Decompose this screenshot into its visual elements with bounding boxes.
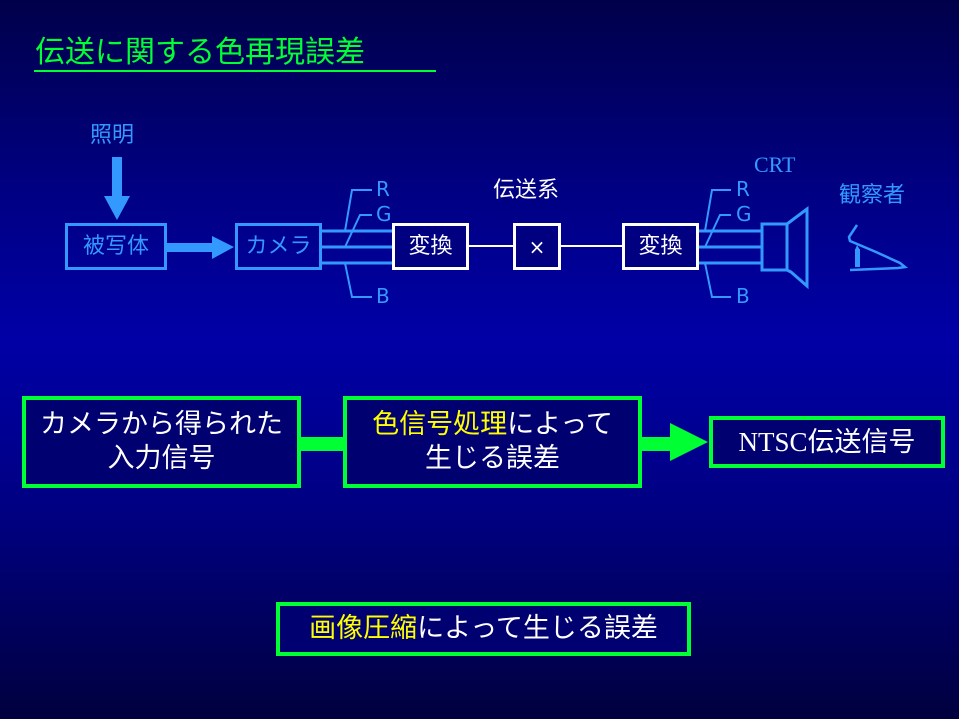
multiply-label: × <box>528 234 546 259</box>
ntsc-signal-label: NTSC伝送信号 <box>738 425 915 460</box>
color-processing-rest: によって <box>507 409 613 440</box>
channel-g-right: G <box>736 202 752 226</box>
image-compression-highlight: 画像圧縮 <box>309 613 418 644</box>
rgb-bus-right <box>698 189 762 298</box>
camera-box: カメラ <box>235 223 322 270</box>
title-underline <box>34 70 436 72</box>
arrow-down-icon <box>104 157 130 220</box>
camera-label: カメラ <box>245 233 312 259</box>
flow-connector <box>300 423 708 461</box>
input-signal-box: カメラから得られた 入力信号 <box>22 396 301 488</box>
rgb-bus-left <box>321 189 392 298</box>
convert-label-2: 変換 <box>638 233 683 259</box>
image-compression-rest: によって生じる誤差 <box>417 613 658 644</box>
channel-b-left: B <box>376 284 390 308</box>
illumination-label: 照明 <box>90 123 135 148</box>
subject-label: 被写体 <box>82 233 149 259</box>
channel-g-left: G <box>376 202 392 226</box>
color-processing-error-box: 色信号処理によって 生じる誤差 <box>343 396 642 488</box>
image-compression-label: 画像圧縮によって生じる誤差 <box>309 612 658 646</box>
color-processing-highlight: 色信号処理 <box>372 409 508 440</box>
color-processing-line-2: 生じる誤差 <box>425 443 560 474</box>
ntsc-prefix: NTSC <box>738 426 808 457</box>
subject-box: 被写体 <box>65 223 167 270</box>
slide-title: 伝送に関する色再現誤差 <box>35 35 365 70</box>
crt-display-icon <box>760 206 809 290</box>
input-signal-line-2: 入力信号 <box>107 443 216 474</box>
image-compression-error-box: 画像圧縮によって生じる誤差 <box>276 602 691 656</box>
color-processing-line-1: 色信号処理によって <box>372 408 613 442</box>
transmission-system-label: 伝送系 <box>493 178 560 203</box>
convert-label-1: 変換 <box>408 233 453 259</box>
convert-box-1: 変換 <box>392 223 469 270</box>
convert-box-2: 変換 <box>622 223 699 270</box>
channel-r-left: R <box>376 177 390 201</box>
ntsc-signal-box: NTSC伝送信号 <box>709 416 945 468</box>
channel-b-right: B <box>736 284 750 308</box>
crt-label: CRT <box>754 152 796 177</box>
eye-icon <box>847 224 909 272</box>
observer-label: 観察者 <box>839 183 906 208</box>
channel-r-right: R <box>736 177 750 201</box>
multiply-box: × <box>513 223 561 270</box>
input-signal-line-1: カメラから得られた <box>40 409 283 440</box>
arrow-right-icon <box>167 236 234 259</box>
ntsc-rest: 伝送信号 <box>807 426 916 458</box>
